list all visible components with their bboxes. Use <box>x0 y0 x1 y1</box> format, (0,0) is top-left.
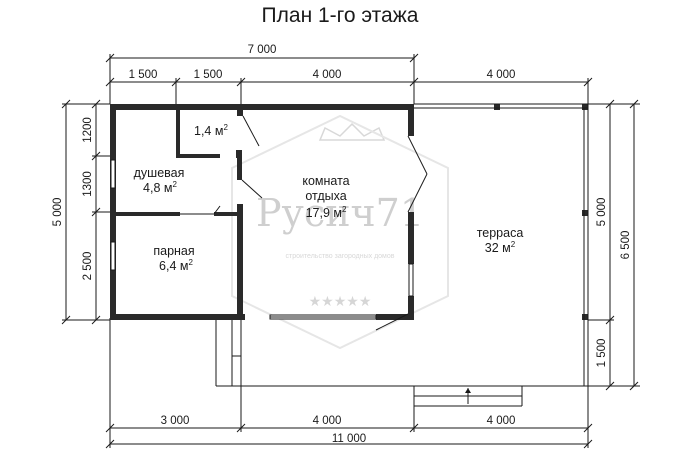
plan-title: План 1-го этажа <box>262 4 419 27</box>
lounge-area: 17,9 м2 <box>306 205 347 220</box>
dim-left-seg3: 2 500 <box>82 252 94 281</box>
dim-left-seg1: 1200 <box>82 117 94 143</box>
dim-top-seg4: 4 000 <box>487 69 516 81</box>
lounge-name-2: отдыха <box>305 189 346 203</box>
hexagon-icon <box>231 114 449 350</box>
watermark: Русич71 строительство загородных домов ★… <box>231 114 449 350</box>
watermark-brand: Русич71 <box>256 191 424 235</box>
stars-icon: ★★★★★ <box>309 293 372 309</box>
shower-name: душевая <box>134 166 185 180</box>
windows <box>110 159 414 320</box>
watermark-tagline: строительство загородных домов <box>286 253 395 260</box>
walls <box>110 104 588 320</box>
dim-right-total: 6 500 <box>620 231 632 260</box>
dim-top-total: 7 000 <box>248 44 277 56</box>
small-room-area: 1,4 м2 <box>194 123 228 138</box>
lounge-name-1: комната <box>302 174 349 188</box>
terrace-outline <box>215 103 589 407</box>
dim-right-inner: 5 000 <box>596 198 608 227</box>
dim-right-lower: 1 500 <box>596 339 608 368</box>
dim-top-seg2: 1 500 <box>194 69 223 81</box>
terrace-name: терраса <box>477 226 524 240</box>
terrace-area: 32 м2 <box>485 240 516 255</box>
crown-icon <box>318 122 386 141</box>
dim-left-total: 5 000 <box>52 198 64 227</box>
steam-area: 6,4 м2 <box>159 258 193 273</box>
dim-left-seg2: 1300 <box>82 171 94 197</box>
dim-bottom-seg3: 4 000 <box>487 415 516 427</box>
dimension-lines <box>61 53 640 449</box>
dim-bottom-seg1: 3 000 <box>161 415 190 427</box>
dim-bottom-total: 11 000 <box>332 433 366 445</box>
dim-bottom-seg2: 4 000 <box>313 415 342 427</box>
dim-top-seg1: 1 500 <box>129 69 158 81</box>
doors <box>180 115 428 331</box>
steam-name: парная <box>153 244 194 258</box>
shower-area: 4,8 м2 <box>143 180 177 195</box>
dim-top-seg3: 4 000 <box>313 69 342 81</box>
